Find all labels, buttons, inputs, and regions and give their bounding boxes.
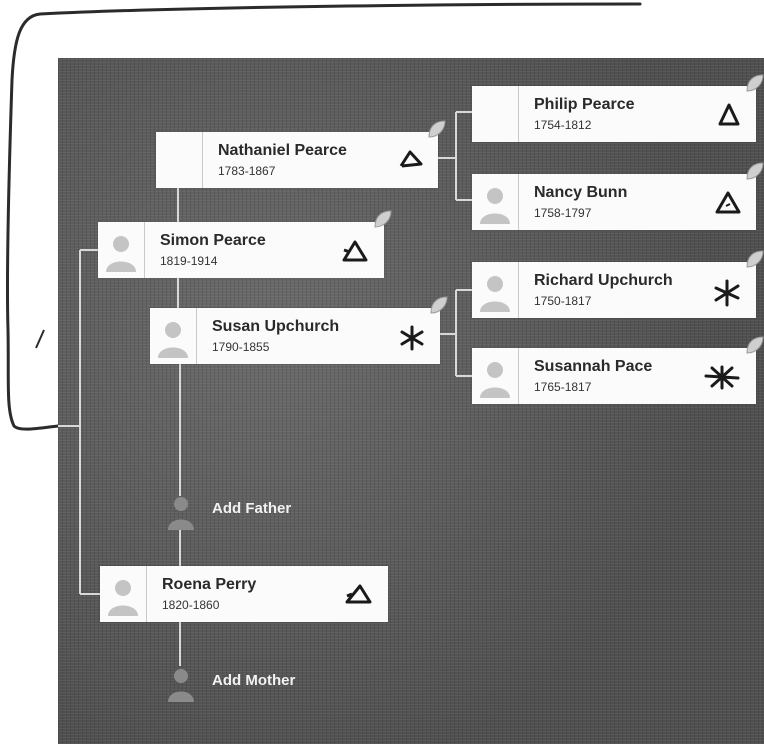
person-silhouette-icon	[168, 497, 194, 530]
triangle-mark-icon	[715, 191, 741, 214]
avatar-silhouette	[472, 174, 519, 230]
photo-placeholder	[156, 132, 203, 188]
person-dates: 1820-1860	[162, 598, 220, 612]
photo-placeholder	[472, 86, 519, 142]
leaf-hint-icon[interactable]	[744, 72, 764, 94]
person-dates: 1783-1867	[218, 164, 276, 178]
triangle-mark-icon	[399, 150, 423, 168]
leaf-hint-icon[interactable]	[428, 294, 450, 316]
person-name: Nancy Bunn	[534, 184, 628, 201]
person-card-nancy[interactable]: Nancy Bunn 1758-1797	[472, 162, 764, 230]
person-silhouette-icon	[106, 236, 136, 272]
avatar-silhouette	[472, 348, 519, 404]
triangle-mark-icon	[718, 103, 740, 126]
person-name: Richard Upchurch	[534, 272, 673, 289]
person-silhouette-icon	[158, 322, 188, 358]
person-card-susannah[interactable]: Susannah Pace 1765-1817	[472, 336, 764, 404]
person-silhouette-icon	[168, 669, 194, 702]
leaf-hint-icon[interactable]	[744, 248, 764, 270]
person-card-susan[interactable]: Susan Upchurch 1790-1855	[150, 296, 448, 364]
leaf-hint-icon[interactable]	[744, 334, 764, 356]
add-father-button[interactable]: Add Father	[166, 494, 326, 530]
person-name: Philip Pearce	[534, 96, 635, 113]
person-dates: 1819-1914	[160, 254, 218, 268]
person-card-roena[interactable]: Roena Perry 1820-1860	[100, 566, 388, 622]
add-mother-button[interactable]: Add Mother	[166, 666, 336, 702]
asterisk-mark-icon	[704, 365, 740, 390]
person-dates: 1758-1797	[534, 206, 592, 220]
person-card-richard[interactable]: Richard Upchurch 1750-1817	[472, 250, 764, 318]
person-name: Susan Upchurch	[212, 318, 340, 335]
person-name: Simon Pearce	[160, 232, 266, 249]
leaf-hint-icon[interactable]	[372, 208, 394, 230]
person-card-nathaniel[interactable]: Nathaniel Pearce 1783-1867	[156, 120, 446, 188]
avatar-silhouette	[100, 566, 147, 622]
asterisk-mark-icon	[400, 325, 424, 351]
avatar-silhouette	[98, 222, 145, 278]
person-name: Roena Perry	[162, 576, 257, 593]
triangle-mark-icon	[345, 584, 372, 604]
person-dates: 1790-1855	[212, 340, 270, 354]
person-card-simon[interactable]: Simon Pearce 1819-1914	[98, 210, 392, 278]
person-silhouette-icon	[480, 276, 510, 312]
leaf-hint-icon[interactable]	[426, 118, 448, 140]
asterisk-mark-icon	[714, 279, 740, 307]
person-silhouette-icon	[108, 580, 138, 616]
person-dates: 1754-1812	[534, 118, 592, 132]
triangle-mark-icon	[342, 240, 368, 262]
add-father-label: Add Father	[212, 500, 292, 517]
person-name: Susannah Pace	[534, 358, 653, 375]
person-silhouette-icon	[480, 362, 510, 398]
person-dates: 1750-1817	[534, 294, 592, 308]
person-silhouette-icon	[480, 188, 510, 224]
add-mother-label: Add Mother	[212, 672, 296, 689]
avatar-silhouette	[472, 262, 519, 318]
avatar-silhouette	[150, 308, 197, 364]
leaf-hint-icon[interactable]	[744, 160, 764, 182]
person-name: Nathaniel Pearce	[218, 142, 347, 159]
person-dates: 1765-1817	[534, 380, 592, 394]
person-card-philip[interactable]: Philip Pearce 1754-1812	[472, 74, 764, 142]
